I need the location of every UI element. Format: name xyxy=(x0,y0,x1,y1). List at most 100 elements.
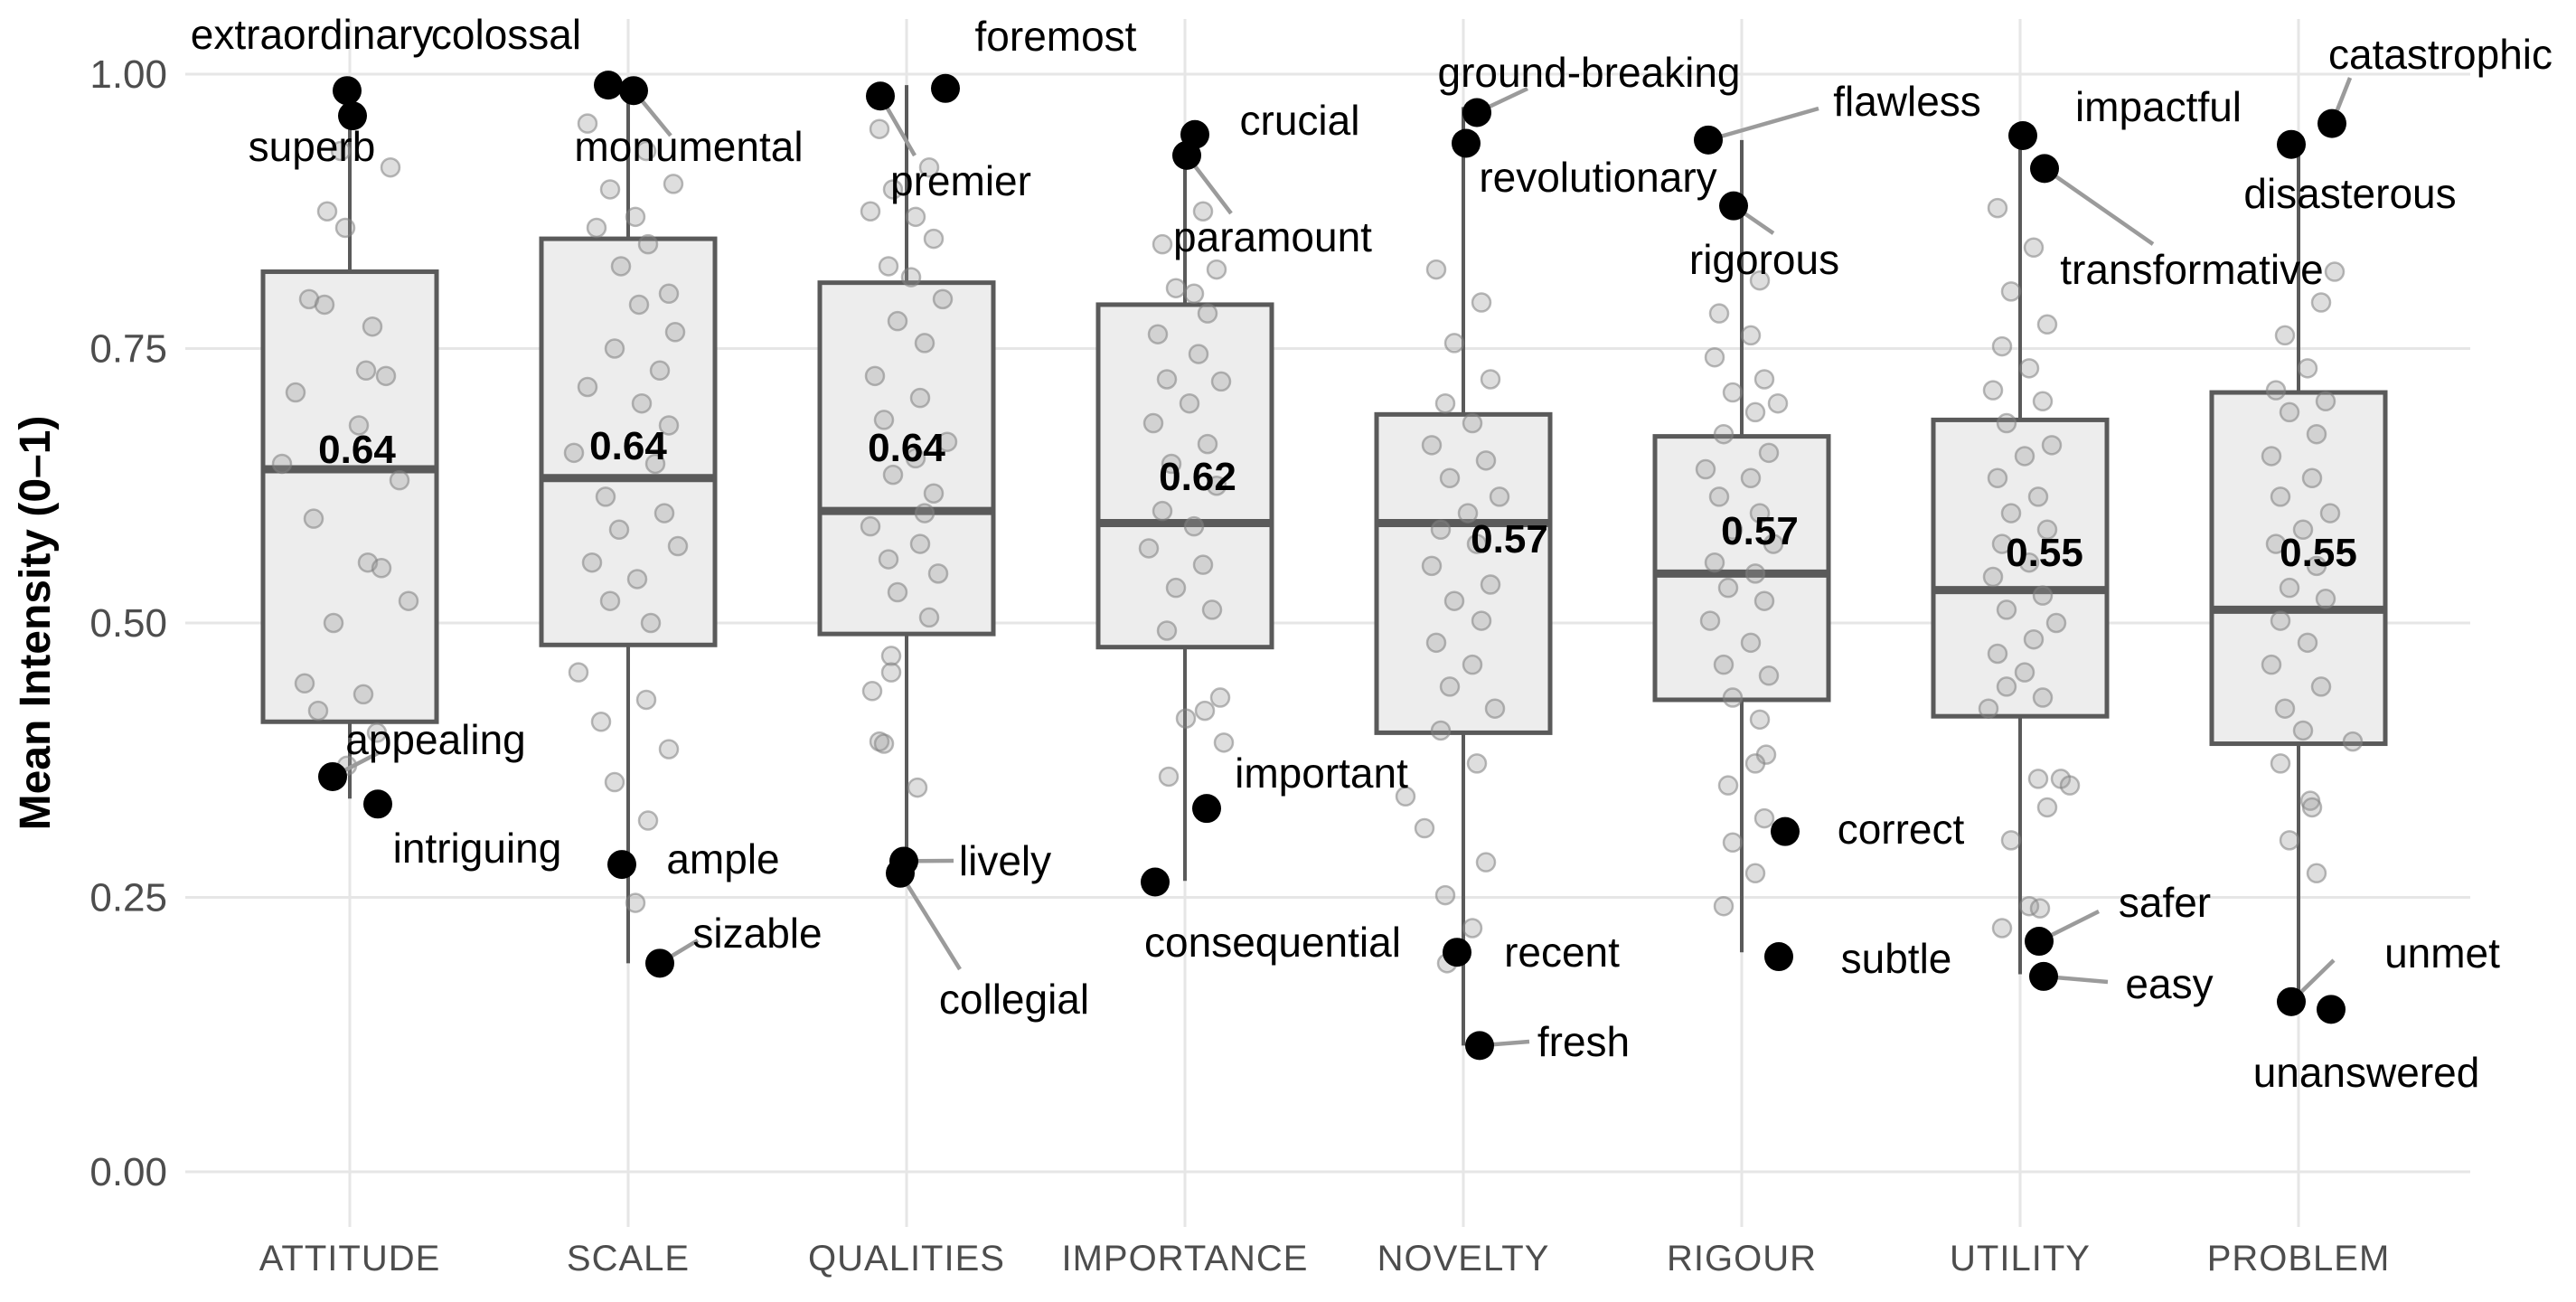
point-label-superb: superb xyxy=(249,123,376,170)
jitter-point-UTILITY xyxy=(2036,797,2058,818)
jitter-point-QUALITIES xyxy=(882,179,904,200)
jitter-point-RIGOUR xyxy=(1708,303,1730,324)
jitter-point-RIGOUR xyxy=(1763,533,1784,554)
median-value-label-SCALE: 0.64 xyxy=(589,424,667,468)
jitter-point-PROBLEM xyxy=(2315,391,2336,412)
point-label-ground-breaking: ground-breaking xyxy=(1437,49,1740,96)
jitter-point-NOVELTY xyxy=(1434,392,1456,414)
jitter-point-UTILITY xyxy=(2032,687,2054,708)
jitter-point-ATTITUDE xyxy=(303,508,324,529)
median-value-label-RIGOUR: 0.57 xyxy=(1721,509,1799,553)
jitter-point-ATTITUDE xyxy=(348,415,370,436)
jitter-point-IMPORTANCE xyxy=(1147,324,1169,344)
jitter-point-RIGOUR xyxy=(1713,895,1735,917)
jitter-point-UTILITY xyxy=(1996,412,2017,434)
jitter-point-ATTITUDE xyxy=(334,217,356,239)
jitter-point-PROBLEM xyxy=(2310,676,2332,697)
point-ample xyxy=(607,850,636,880)
point-superb xyxy=(338,101,367,131)
jitter-point-QUALITIES xyxy=(923,483,945,504)
jitter-point-UTILITY xyxy=(2023,628,2045,650)
point-label-subtle: subtle xyxy=(1841,935,1952,982)
jitter-point-SCALE xyxy=(595,486,616,507)
jitter-point-ATTITUDE xyxy=(271,453,293,475)
jitter-point-QUALITIES xyxy=(918,156,940,178)
jitter-point-UTILITY xyxy=(2041,435,2063,456)
jitter-point-SCALE xyxy=(581,552,603,573)
point-paramount xyxy=(1172,140,1201,170)
jitter-point-SCALE xyxy=(625,892,646,913)
median-value-label-ATTITUDE: 0.64 xyxy=(318,428,396,472)
jitter-point-QUALITIES xyxy=(909,387,931,409)
jitter-point-QUALITIES xyxy=(909,533,931,554)
point-unanswered xyxy=(2317,995,2346,1024)
y-axis-title: Mean Intensity (0–1) xyxy=(12,416,60,831)
jitter-point-RIGOUR xyxy=(1717,775,1739,796)
point-fresh xyxy=(1465,1031,1494,1061)
jitter-point-SCALE xyxy=(653,503,675,524)
leader-line-transformative xyxy=(2043,166,2155,246)
jitter-point-ATTITUDE xyxy=(398,590,419,611)
point-label-intriguing: intriguing xyxy=(393,825,562,872)
jitter-point-SCALE xyxy=(635,689,657,711)
jitter-point-PROBLEM xyxy=(2279,401,2300,423)
jitter-point-QUALITIES xyxy=(923,228,945,250)
jitter-point-RIGOUR xyxy=(1699,610,1721,631)
jitter-point-QUALITIES xyxy=(878,256,899,277)
point-colossal xyxy=(594,71,623,100)
point-label-flawless: flawless xyxy=(1833,78,1981,125)
jitter-point-ATTITUDE xyxy=(307,700,329,722)
jitter-point-PROBLEM xyxy=(2279,577,2300,599)
jitter-point-PROBLEM xyxy=(2265,533,2287,554)
jitter-point-SCALE xyxy=(628,294,650,316)
leader-line-flawless xyxy=(1707,106,1819,143)
jitter-point-NOVELTY xyxy=(1480,369,1501,390)
jitter-point-PROBLEM xyxy=(2279,830,2300,851)
jitter-point-RIGOUR xyxy=(1704,346,1725,368)
point-label-recent: recent xyxy=(1504,929,1620,976)
jitter-point-UTILITY xyxy=(1987,197,2008,219)
jitter-point-PROBLEM xyxy=(2270,486,2291,507)
x-category-label-PROBLEM: PROBLEM xyxy=(2207,1239,2391,1278)
jitter-point-UTILITY xyxy=(2045,612,2067,634)
jitter-point-PROBLEM xyxy=(2265,380,2287,401)
point-label-consequential: consequential xyxy=(1144,919,1401,966)
box-NOVELTY xyxy=(1374,411,1553,735)
jitter-point-NOVELTY xyxy=(1425,259,1447,280)
jitter-point-NOVELTY xyxy=(1421,555,1443,577)
jitter-point-UTILITY xyxy=(2018,552,2040,573)
jitter-point-UTILITY xyxy=(2029,898,2051,919)
jitter-point-QUALITIES xyxy=(864,365,886,387)
jitter-point-SCALE xyxy=(577,113,598,134)
point-label-appealing: appealing xyxy=(345,716,526,763)
jitter-point-SCALE xyxy=(667,535,689,557)
jitter-point-RIGOUR xyxy=(1713,654,1735,675)
x-category-label-ATTITUDE: ATTITUDE xyxy=(259,1239,441,1278)
point-catastrophic xyxy=(2317,108,2346,138)
jitter-point-UTILITY xyxy=(2027,769,2049,789)
box-UTILITY xyxy=(1931,417,2110,719)
point-label-foremost: foremost xyxy=(975,13,1137,60)
y-tick-label-0.75: 0.75 xyxy=(89,327,167,372)
point-collegial xyxy=(886,858,915,888)
jitter-point-PROBLEM xyxy=(2270,610,2291,631)
jitter-point-RIGOUR xyxy=(1708,486,1730,507)
point-revolutionary xyxy=(1452,128,1481,158)
jitter-point-ATTITUDE xyxy=(353,684,374,705)
jitter-point-RIGOUR xyxy=(1695,458,1716,480)
jitter-point-UTILITY xyxy=(2059,775,2081,796)
point-consequential xyxy=(1141,867,1170,897)
y-tick-label-0.50: 0.50 xyxy=(89,601,167,646)
jitter-point-QUALITIES xyxy=(905,206,926,228)
jitter-point-UTILITY xyxy=(2032,391,2054,412)
jitter-point-RIGOUR xyxy=(1722,832,1744,854)
jitter-point-ATTITUDE xyxy=(389,469,410,491)
jitter-point-IMPORTANCE xyxy=(1197,303,1218,324)
jitter-point-ATTITUDE xyxy=(294,673,315,694)
jitter-point-NOVELTY xyxy=(1430,720,1452,741)
jitter-point-PROBLEM xyxy=(2261,446,2282,467)
x-category-label-RIGOUR: RIGOUR xyxy=(1667,1239,1817,1278)
point-label-rigorous: rigorous xyxy=(1689,236,1839,283)
jitter-point-SCALE xyxy=(625,206,646,228)
